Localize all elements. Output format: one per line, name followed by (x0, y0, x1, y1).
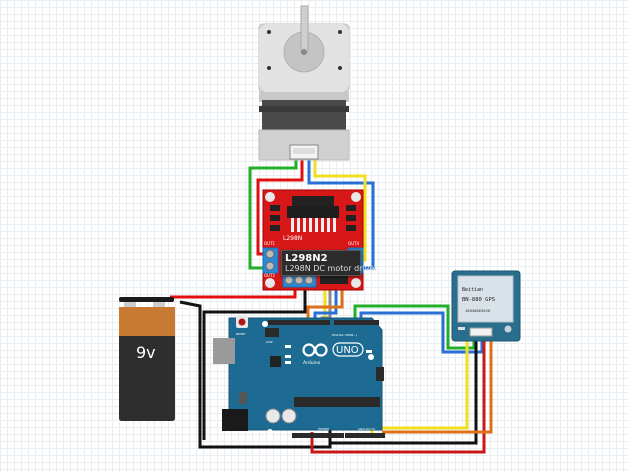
analog-label: ANALOG IN (358, 427, 375, 431)
out1-label: OUT1 (264, 241, 276, 246)
arduino-uno[interactable]: RESET ICSP DIGITAL (PWM~) UNO Arduino PO… (213, 316, 385, 438)
wire-orange-in4[interactable] (306, 282, 344, 322)
tooltip-title: L298N2 (285, 253, 328, 264)
arduino-logo-icon (302, 343, 328, 357)
wire-orange-gps[interactable] (382, 340, 493, 434)
driver-chip-label: L298N (283, 235, 302, 242)
out4-label: OUT4 (348, 241, 360, 246)
arduino-logo-text: Arduino (303, 360, 321, 366)
wire-blue-motor[interactable] (307, 160, 375, 270)
wire-red-gps[interactable] (310, 340, 486, 454)
tooltip-subtitle: L298N DC motor driver (285, 264, 378, 273)
icsp-label: ICSP (266, 340, 273, 344)
wire-red-motor-a[interactable] (256, 160, 304, 256)
wire-black-driver-gnd[interactable] (202, 283, 307, 440)
stepper-motor[interactable] (258, 5, 350, 161)
wires (170, 160, 493, 454)
gps-serial-label: 16040863620 (465, 308, 491, 313)
reset-label: RESET (236, 332, 246, 336)
gps-model-label: BN-880 GPS (462, 297, 495, 303)
gps-brand-label: Beitian (462, 287, 483, 293)
wire-black-battery[interactable] (179, 300, 332, 449)
digital-label: DIGITAL (PWM~) (332, 333, 357, 337)
wire-blue-gps[interactable] (359, 311, 484, 354)
power-label: POWER (318, 427, 329, 431)
l298n-motor-driver[interactable]: L298N OUT1 OUT2 OUT4 (262, 189, 364, 291)
9v-battery[interactable]: 9v (119, 297, 175, 421)
wire-black-gps[interactable] (330, 340, 478, 445)
out2-label: OUT2 (264, 273, 276, 278)
wire-green-motor[interactable] (248, 160, 298, 270)
wire-yellow-gps[interactable] (370, 340, 469, 436)
arduino-model-label: UNO (336, 345, 359, 356)
component-tooltip: L298N2 L298N DC motor driver (281, 250, 378, 276)
gps-module[interactable]: Beitian BN-880 GPS 16040863620 (451, 270, 521, 342)
wire-green-gps[interactable] (353, 304, 476, 350)
battery-voltage-label: 9v (136, 343, 156, 362)
